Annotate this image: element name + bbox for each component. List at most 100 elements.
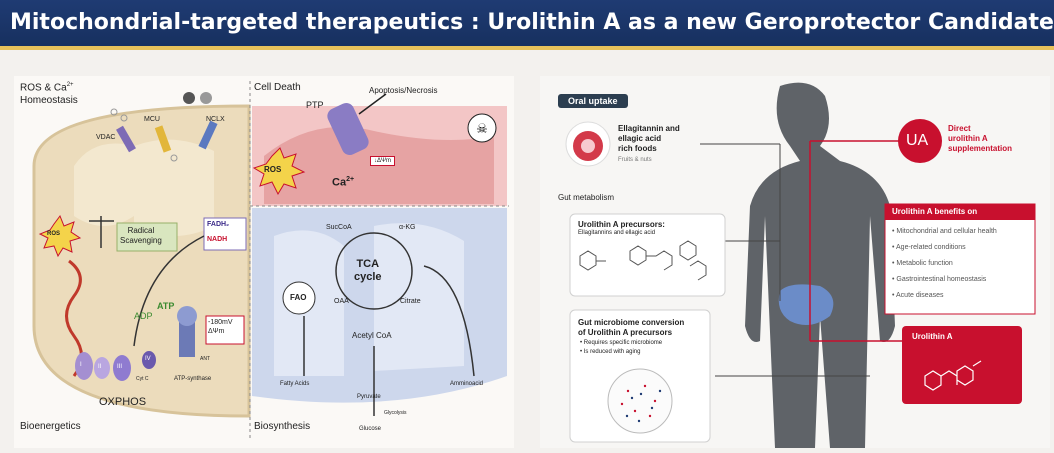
complex-i <box>75 352 93 380</box>
fao-node <box>282 281 316 315</box>
mcu-label: MCU <box>144 116 160 123</box>
ptp-complex <box>327 103 369 155</box>
succoa-label: SucCoA <box>326 224 352 231</box>
ros-label-red: ROS <box>264 165 282 174</box>
radical-scavenging-label: Radical Scavenging <box>120 226 162 245</box>
nclx-channel <box>198 120 218 150</box>
ros-burst-tan <box>38 214 82 258</box>
mcu-channel <box>154 125 172 153</box>
pomegranate-seeds <box>581 139 595 153</box>
title-divider <box>0 46 1054 50</box>
urolithin-a-label: Urolithin A <box>912 332 953 341</box>
aminoacid-arrow <box>423 265 475 377</box>
benefit-item: • Mitochondrial and cellular health <box>892 228 997 235</box>
mitochondria-diagram: ☠ <box>32 81 509 441</box>
delta-psi-drop: ↓ΔΨm <box>370 156 396 166</box>
radical-scavenging-box <box>116 222 178 252</box>
tca-cycle-ring <box>335 232 413 310</box>
microbiome-bullet-2: • Is reduced with aging <box>580 349 641 355</box>
apoptosis-label: Apoptosis/Necrosis <box>369 86 438 95</box>
citrate-label: Citrate <box>400 298 421 305</box>
bioenergetics-label: Bioenergetics <box>20 421 81 432</box>
akg-label: α-KG <box>399 224 416 231</box>
fao-label: FAO <box>290 293 307 302</box>
fruits-nuts-label: Fruits & nuts <box>618 157 652 163</box>
complex-ii-label: II <box>98 364 102 370</box>
ion-dot-1 <box>183 92 195 104</box>
ion-dot-2 <box>200 92 212 104</box>
tca-cycle-label: TCA cycle <box>354 258 382 283</box>
glycolysis-label: Glycolysis <box>384 410 407 416</box>
direct-supplementation-label: Direct urolithin A supplementation <box>948 124 1013 153</box>
cytc-label: Cyt C <box>136 376 149 382</box>
cell-death-label: Cell Death <box>254 82 301 93</box>
fatty-acids-label: Fatty Acids <box>280 381 310 387</box>
oxphos-label: OXPHOS <box>99 396 147 408</box>
cristae-1 <box>74 143 134 226</box>
membrane-potential-box <box>205 315 245 345</box>
ua-badge-circle <box>898 119 942 163</box>
oaa-label: OAA <box>334 298 349 305</box>
vdac-channel <box>116 125 136 153</box>
ua-badge-text: UA <box>906 132 929 149</box>
precursors-title: Urolithin A precursors: <box>578 220 665 229</box>
adp-label: ADP <box>134 311 153 321</box>
fadh-nadh-box <box>203 217 247 251</box>
ion-small-1 <box>110 108 118 116</box>
apoptosis-arrow <box>358 93 387 115</box>
benefit-item: • Age-related conditions <box>892 244 966 251</box>
mitochondria-panel: ☠ ROS & Ca2+ Homeostasis Cell Death Bi <box>14 76 514 448</box>
complex-iv <box>142 351 156 369</box>
ion-small-3 <box>170 154 178 162</box>
cristae-blue-2 <box>374 223 464 371</box>
urolithin-box <box>902 326 1022 404</box>
nadh-label: NADH <box>207 236 228 243</box>
gut-metabolism-label: Gut metabolism <box>558 193 615 202</box>
bacteria-dots-blue <box>625 389 662 423</box>
glucose-label: Glucose <box>359 426 382 432</box>
ptp-label: PTP <box>306 100 324 110</box>
ant-label: ANT <box>200 356 210 362</box>
complex-ii <box>94 357 110 379</box>
human-silhouette <box>745 82 895 449</box>
membrane-potential-label: -180mV ΔΨm <box>208 319 233 335</box>
complex-iii <box>113 355 131 381</box>
pyruvate-label: Pyruvate <box>357 394 381 400</box>
precursors-subtitle: Ellagitannins and ellagic acid <box>578 230 656 236</box>
complex-iii-label: III <box>117 364 123 370</box>
biosynthesis-label: Biosynthesis <box>254 421 311 432</box>
homeostasis-label: Homeostasis <box>20 95 78 106</box>
oral-uptake-badge: Oral uptake <box>558 94 628 108</box>
complex-i-label: I <box>80 362 82 368</box>
fadh2-label: FADH₂ <box>207 221 230 228</box>
microbiome-bullet-1: • Requires specific microbiome <box>580 340 663 346</box>
skull-glyph: ☠ <box>476 121 488 136</box>
precursor-molecules <box>579 240 707 281</box>
skull-icon <box>467 113 497 143</box>
atp-synthase-label: ATP-synthase <box>174 376 212 382</box>
urolithin-molecule <box>924 360 982 391</box>
calcium-label: Ca2+ <box>332 176 355 189</box>
microbiome-title: Gut microbiome conversion of Urolithin A… <box>578 318 685 337</box>
urolithin-panel: Oral uptake Ellagitannin and ellagic aci… <box>540 76 1050 449</box>
benefit-item: • Acute diseases <box>892 292 944 299</box>
benefits-box <box>884 203 1036 315</box>
ros-burst-red <box>252 147 306 196</box>
atp-label: ATP <box>157 301 175 311</box>
complex-iv-label: IV <box>145 356 151 362</box>
benefits-title: Urolithin A benefits on <box>892 207 978 216</box>
nclx-label: NCLX <box>206 116 225 123</box>
aminoacid-label: Amminoacid <box>450 381 484 387</box>
cristae-2 <box>134 139 214 236</box>
ion-small-2 <box>120 114 128 122</box>
urolithin-diagram <box>565 82 1036 449</box>
ellagitannin-label: Ellagitannin and ellagic acid rich foods <box>618 124 680 153</box>
bacteria-dots <box>620 384 657 418</box>
ros-label-tan: ROS <box>47 231 61 237</box>
precursor-box <box>569 213 726 297</box>
benefit-item: • Gastrointestinal homeostasis <box>892 276 987 283</box>
benefit-item: • Metabolic function <box>892 260 953 267</box>
benefits-header <box>885 204 1035 220</box>
atp-synthase-head <box>177 306 197 326</box>
ros-ca-label: ROS & Ca2+ <box>20 82 74 94</box>
